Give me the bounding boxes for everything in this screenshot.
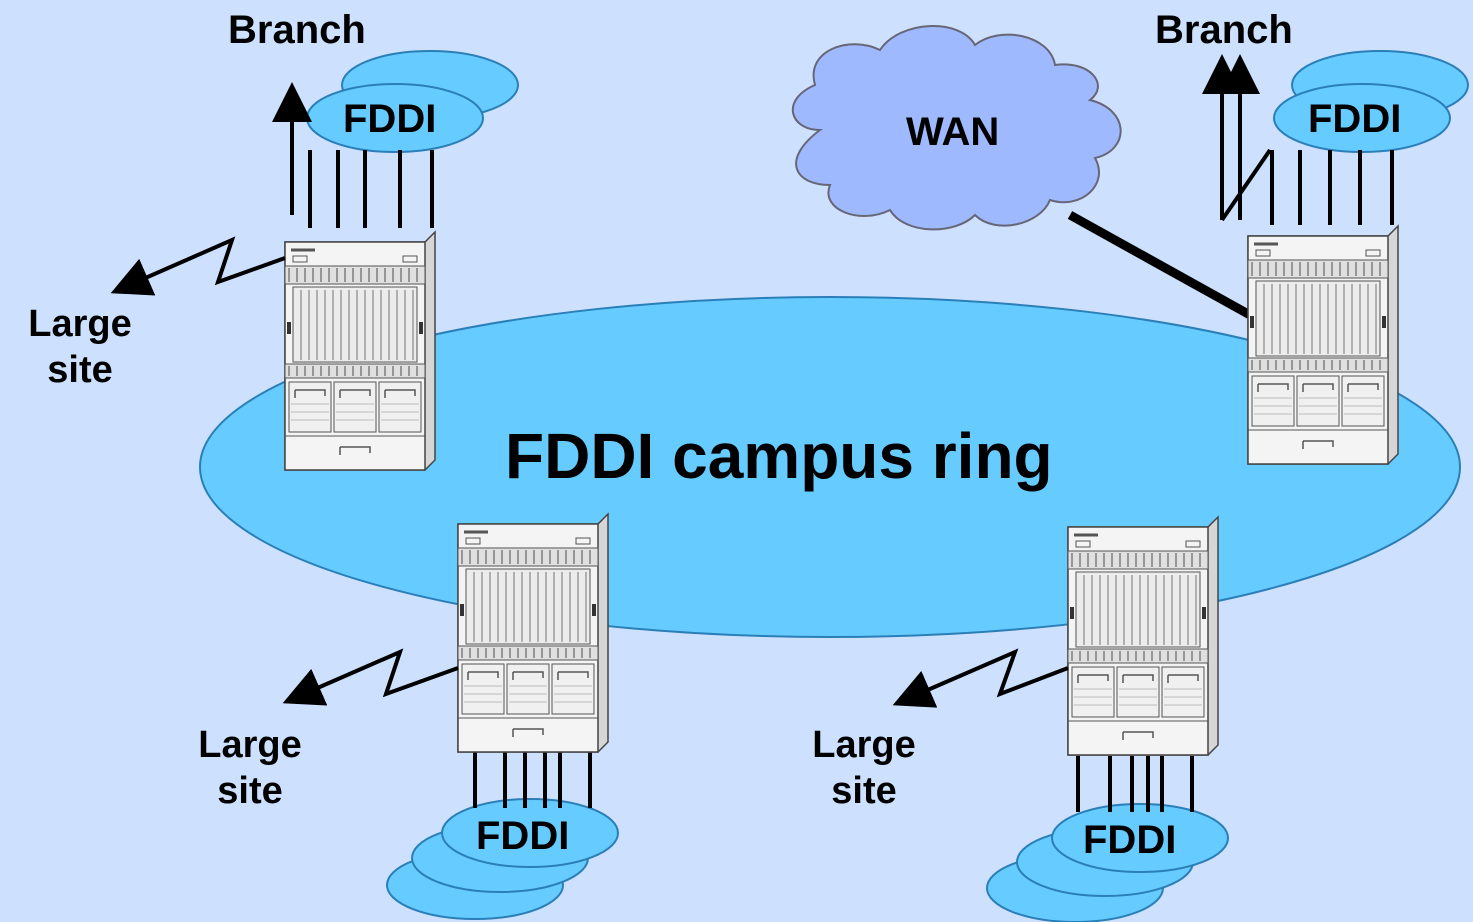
wan-cloud <box>792 25 1122 231</box>
lan-links-bottom-right <box>1076 756 1194 812</box>
campus-ring-label: FDDI campus ring <box>505 420 1053 492</box>
lan-links-bottom-left <box>473 752 592 808</box>
wan-link <box>1067 211 1253 319</box>
branch-links-top-left <box>308 150 434 228</box>
branch-arrows-top-right <box>1202 54 1260 220</box>
router-bottom-right <box>1066 515 1220 757</box>
serial-link-bottom-right <box>892 648 1069 708</box>
router-bottom-left <box>456 512 610 754</box>
fddi-label-bottom-left: FDDI <box>476 814 570 858</box>
wan-label: WAN <box>906 110 1000 154</box>
router-top-left <box>283 230 437 472</box>
branch-links-top-right <box>1220 148 1394 225</box>
branch-label-top-right: Branch <box>1155 8 1293 52</box>
large-site-label-bottom-right: Large site <box>812 724 916 812</box>
router-top-right <box>1246 224 1400 466</box>
fddi-label-top-left: FDDI <box>343 97 437 141</box>
serial-link-top-left <box>110 236 286 296</box>
serial-link-bottom-left <box>282 648 459 706</box>
branch-label-top-left: Branch <box>228 8 366 52</box>
large-site-label-bottom-left: Large site <box>198 724 302 812</box>
fddi-label-bottom-right: FDDI <box>1083 818 1177 862</box>
fddi-label-top-right: FDDI <box>1308 97 1402 141</box>
large-site-label-top-left: Large site <box>28 303 132 391</box>
